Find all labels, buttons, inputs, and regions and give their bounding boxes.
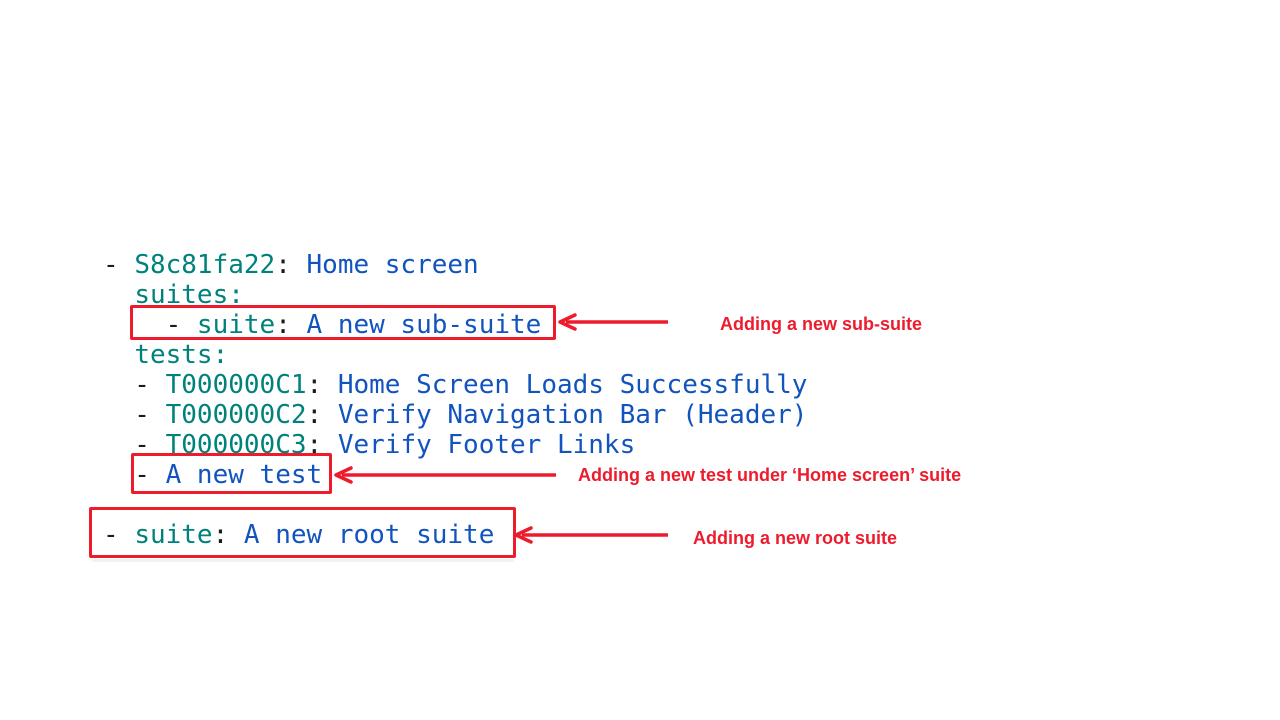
code-token-punct: - — [103, 460, 166, 490]
yaml-code-block: - S8c81fa22: Home screen suites: - suite… — [103, 250, 807, 550]
code-token-punct: - — [103, 520, 135, 550]
code-token-punct: - — [103, 310, 197, 340]
code-line: - T000000C1: Home Screen Loads Successfu… — [103, 370, 807, 400]
annotation-label-sub-suite: Adding a new sub-suite — [720, 314, 923, 334]
code-token-key: T000000C2 — [165, 400, 307, 430]
annotation-label-new-test: Adding a new test under ‘Home screen’ su… — [578, 465, 962, 485]
code-token-value: A new root suite — [243, 520, 495, 550]
code-line: - suite: A new root suite — [103, 520, 807, 550]
code-token-punct: - — [103, 430, 166, 460]
code-line: - T000000C2: Verify Navigation Bar (Head… — [103, 400, 807, 430]
arrow-new-test-icon — [334, 466, 556, 484]
snippet-bottom-edge — [92, 559, 514, 562]
code-token-value: A new sub-suite — [306, 310, 542, 340]
code-token-value: A new test — [165, 460, 323, 490]
annotation-label-root-suite: Adding a new root suite — [693, 528, 898, 548]
code-token-punct: : — [306, 370, 338, 400]
code-line: - A new test — [103, 460, 807, 490]
code-token-punct: : — [275, 250, 307, 280]
arrow-sub-suite-icon — [558, 313, 668, 331]
code-token-key: suite — [196, 310, 276, 340]
highlight-box-root-suite — [89, 507, 516, 558]
highlight-box-new-test — [131, 453, 332, 494]
code-token-value: Verify Footer Links — [337, 430, 636, 460]
code-token-value: Home Screen Loads Successfully — [337, 370, 808, 400]
highlight-box-sub-suite — [130, 305, 556, 340]
code-token-punct: - — [103, 250, 135, 280]
code-token-key: S8c81fa22 — [134, 250, 276, 280]
code-token-punct: : — [306, 400, 338, 430]
arrow-root-suite-icon — [514, 526, 668, 544]
code-token-punct: - — [103, 370, 166, 400]
code-line: - S8c81fa22: Home screen — [103, 250, 807, 280]
code-token-punct — [103, 340, 134, 370]
code-token-punct: : — [275, 310, 307, 340]
code-token-punct: : — [306, 430, 338, 460]
code-token-value: Verify Navigation Bar (Header) — [337, 400, 808, 430]
code-token-key: suite — [134, 520, 213, 550]
code-token-punct: : — [212, 520, 244, 550]
code-token-punct: - — [103, 400, 166, 430]
code-token-value: Home screen — [306, 250, 479, 280]
code-token-key: tests: — [134, 340, 229, 370]
code-line: tests: — [103, 340, 807, 370]
code-line: - suite: A new sub-suite — [103, 310, 807, 340]
code-token-key: T000000C1 — [165, 370, 307, 400]
